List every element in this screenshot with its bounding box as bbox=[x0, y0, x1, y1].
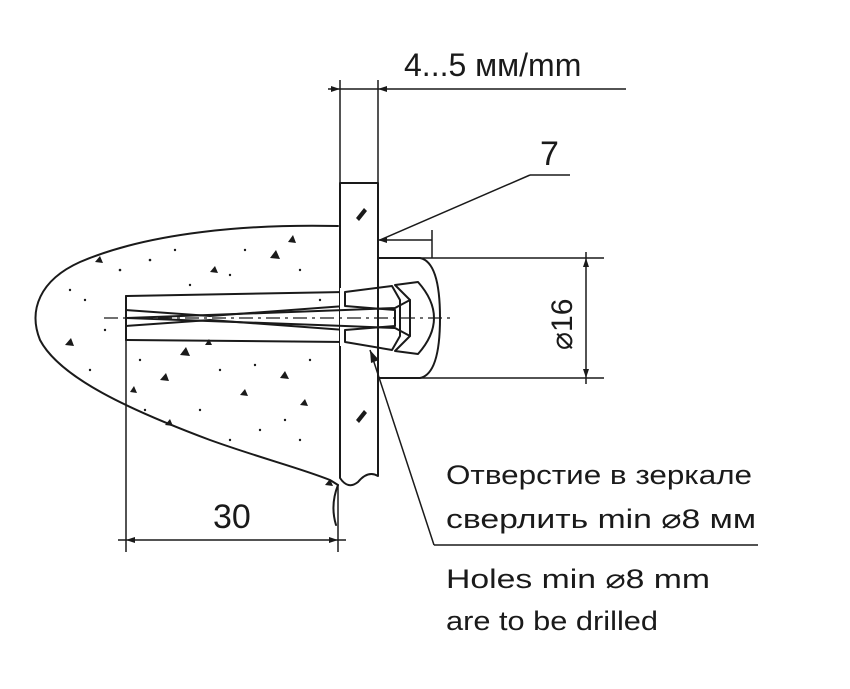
diameter-label: ⌀16 bbox=[546, 299, 579, 350]
glass-marks bbox=[356, 208, 367, 423]
depth-dimension bbox=[118, 340, 346, 552]
note-en-line2: are to be drilled bbox=[446, 606, 658, 636]
thickness-label: 4...5 мм/mm bbox=[404, 47, 581, 83]
wall-break-line bbox=[332, 484, 339, 526]
dowel-upper bbox=[125, 291, 346, 317]
thickness-dimension bbox=[328, 80, 626, 183]
mirror-glass bbox=[339, 182, 379, 487]
cap-leader bbox=[378, 174, 570, 258]
dowel-lower bbox=[125, 319, 346, 343]
depth-label: 30 bbox=[213, 498, 251, 536]
note-en-line1: Holes min ⌀8 mm bbox=[446, 564, 710, 594]
cap-ref-label: 7 bbox=[540, 135, 559, 173]
note-ru-line1: Отверстие в зеркале bbox=[446, 460, 752, 490]
diameter-dimension bbox=[420, 252, 604, 384]
cap-inner bbox=[394, 281, 435, 355]
note-ru-line2: сверлить min ⌀8 мм bbox=[446, 504, 756, 534]
concrete-texture bbox=[65, 235, 333, 486]
mirror-hole bbox=[340, 288, 378, 346]
hole-note-leader bbox=[369, 349, 758, 546]
wall-section bbox=[34, 224, 339, 486]
